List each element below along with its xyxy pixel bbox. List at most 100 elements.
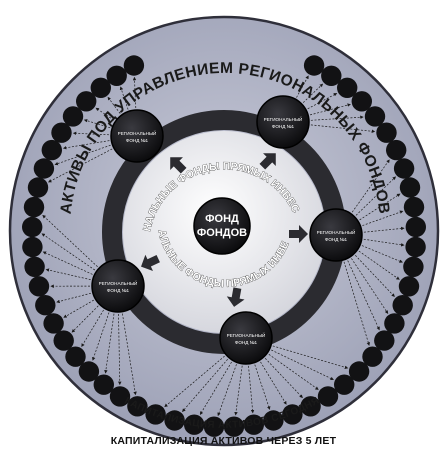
asset-arrow [343, 261, 370, 346]
asset-arrow [42, 251, 93, 275]
asset-arrow [355, 255, 395, 298]
asset-dot [364, 106, 386, 127]
asset-arrow [83, 119, 111, 129]
asset-dot [24, 256, 45, 277]
asset-dot [43, 313, 64, 334]
asset-dot [22, 216, 43, 238]
asset-dot [374, 330, 395, 351]
asset-dot [399, 177, 421, 198]
asset-arrow [47, 148, 113, 183]
regional-fund-label: ФОНД №1 [107, 288, 130, 293]
asset-arrow [45, 268, 91, 281]
asset-arrow [104, 313, 115, 374]
asset-dot [376, 122, 397, 143]
asset-arrow [363, 238, 405, 247]
asset-dot [403, 256, 424, 277]
asset-dot [65, 346, 86, 367]
asset-dot [223, 416, 245, 437]
regional-fund-label: ФОНД №1 [235, 340, 258, 345]
flow-arrow [259, 153, 276, 170]
asset-dot [393, 158, 415, 179]
asset-dot [93, 374, 115, 395]
asset-arrow [355, 176, 397, 216]
asset-dot [303, 55, 325, 76]
asset-arrow [92, 312, 110, 361]
asset-arrow [122, 313, 137, 396]
asset-flow-arrows [41, 75, 405, 417]
asset-dot [334, 374, 355, 395]
regional-fund-4: РЕГИОНАЛЬНЫЙ ФОНД №1 [91, 259, 145, 313]
center-line2: ФОНДОВ [197, 227, 247, 239]
asset-arrow [310, 115, 364, 121]
flow-arrow [141, 254, 160, 272]
asset-arrow [272, 345, 349, 369]
asset-dot [23, 196, 45, 218]
asset-arrow [361, 245, 403, 263]
asset-dot [321, 65, 342, 87]
flow-arrow [170, 157, 187, 174]
asset-arrow [359, 193, 401, 221]
asset-arrow [42, 214, 98, 268]
asset-arrow [271, 349, 334, 380]
asset-arrow [358, 250, 400, 280]
asset-arrow [307, 93, 338, 110]
asset-dot [263, 410, 284, 431]
regional-fund-label: РЕГИОНАЛЬНЫЙ [99, 279, 138, 286]
asset-arrow [254, 364, 271, 410]
asset-dot [386, 139, 407, 161]
regional-fund-label: ФОНД №1 [325, 237, 348, 242]
asset-dot [243, 414, 264, 435]
asset-dot [35, 295, 56, 316]
asset-dot [300, 396, 321, 417]
regional-fund-label: ФОНД №1 [126, 138, 149, 143]
asset-arrow [72, 131, 110, 136]
asset-dot [62, 106, 84, 127]
asset-arrow [62, 140, 110, 150]
asset-dot [337, 77, 358, 99]
regional-fund-label: РЕГИОНАЛЬНЫЙ [264, 115, 303, 122]
regional-fund-3: РЕГИОНАЛЬНЫЙ ФОНД №1 [309, 208, 363, 262]
future-capitalization: КАПИТАЛИЗАЦИЯ АКТИВОВ ЧЕРЕЗ 5 ЛЕТ [110, 435, 337, 447]
asset-arrow [217, 364, 237, 417]
asset-dot [164, 410, 185, 431]
asset-arrow [182, 358, 228, 413]
asset-arrow [119, 86, 129, 110]
regional-fund-label: ФОНД №1 [272, 124, 295, 129]
center-line1: ФОНД [205, 213, 239, 225]
asset-arrow [248, 365, 255, 414]
asset-dot [184, 414, 205, 435]
asset-arrow [132, 76, 137, 109]
asset-arrow [302, 83, 324, 103]
asset-dot [90, 77, 112, 99]
asset-dot [362, 346, 383, 367]
asset-dot [33, 158, 55, 179]
center-arrows [141, 153, 308, 307]
asset-arrow [264, 358, 303, 399]
asset-dot [127, 396, 148, 417]
asset-dot [398, 276, 420, 297]
asset-dot [109, 386, 131, 407]
asset-arrow [260, 361, 287, 405]
regional-fund-5: РЕГИОНАЛЬНЫЙ ФОНД №1 [219, 311, 273, 365]
asset-dot [41, 139, 62, 161]
asset-arrow [71, 305, 99, 333]
asset-dot [22, 236, 43, 258]
asset-dot [384, 313, 405, 334]
asset-arrow [234, 365, 243, 416]
asset-dot [351, 91, 372, 112]
flow-arrow [226, 287, 245, 307]
regional-fund-label: РЕГИОНАЛЬНЫЙ [317, 228, 356, 235]
asset-dot [106, 65, 127, 87]
asset-arrow [164, 355, 225, 408]
fund-of-funds-node [193, 197, 251, 255]
asset-dot [348, 361, 370, 382]
asset-dot [51, 122, 72, 143]
asset-dot [392, 295, 413, 316]
regional-fund-label: РЕГИОНАЛЬНЫЙ [227, 331, 266, 338]
asset-dot [403, 196, 425, 218]
asset-dot [27, 177, 49, 198]
asset-dot [145, 404, 166, 425]
asset-arrow [117, 313, 122, 386]
asset-dot [203, 416, 225, 437]
